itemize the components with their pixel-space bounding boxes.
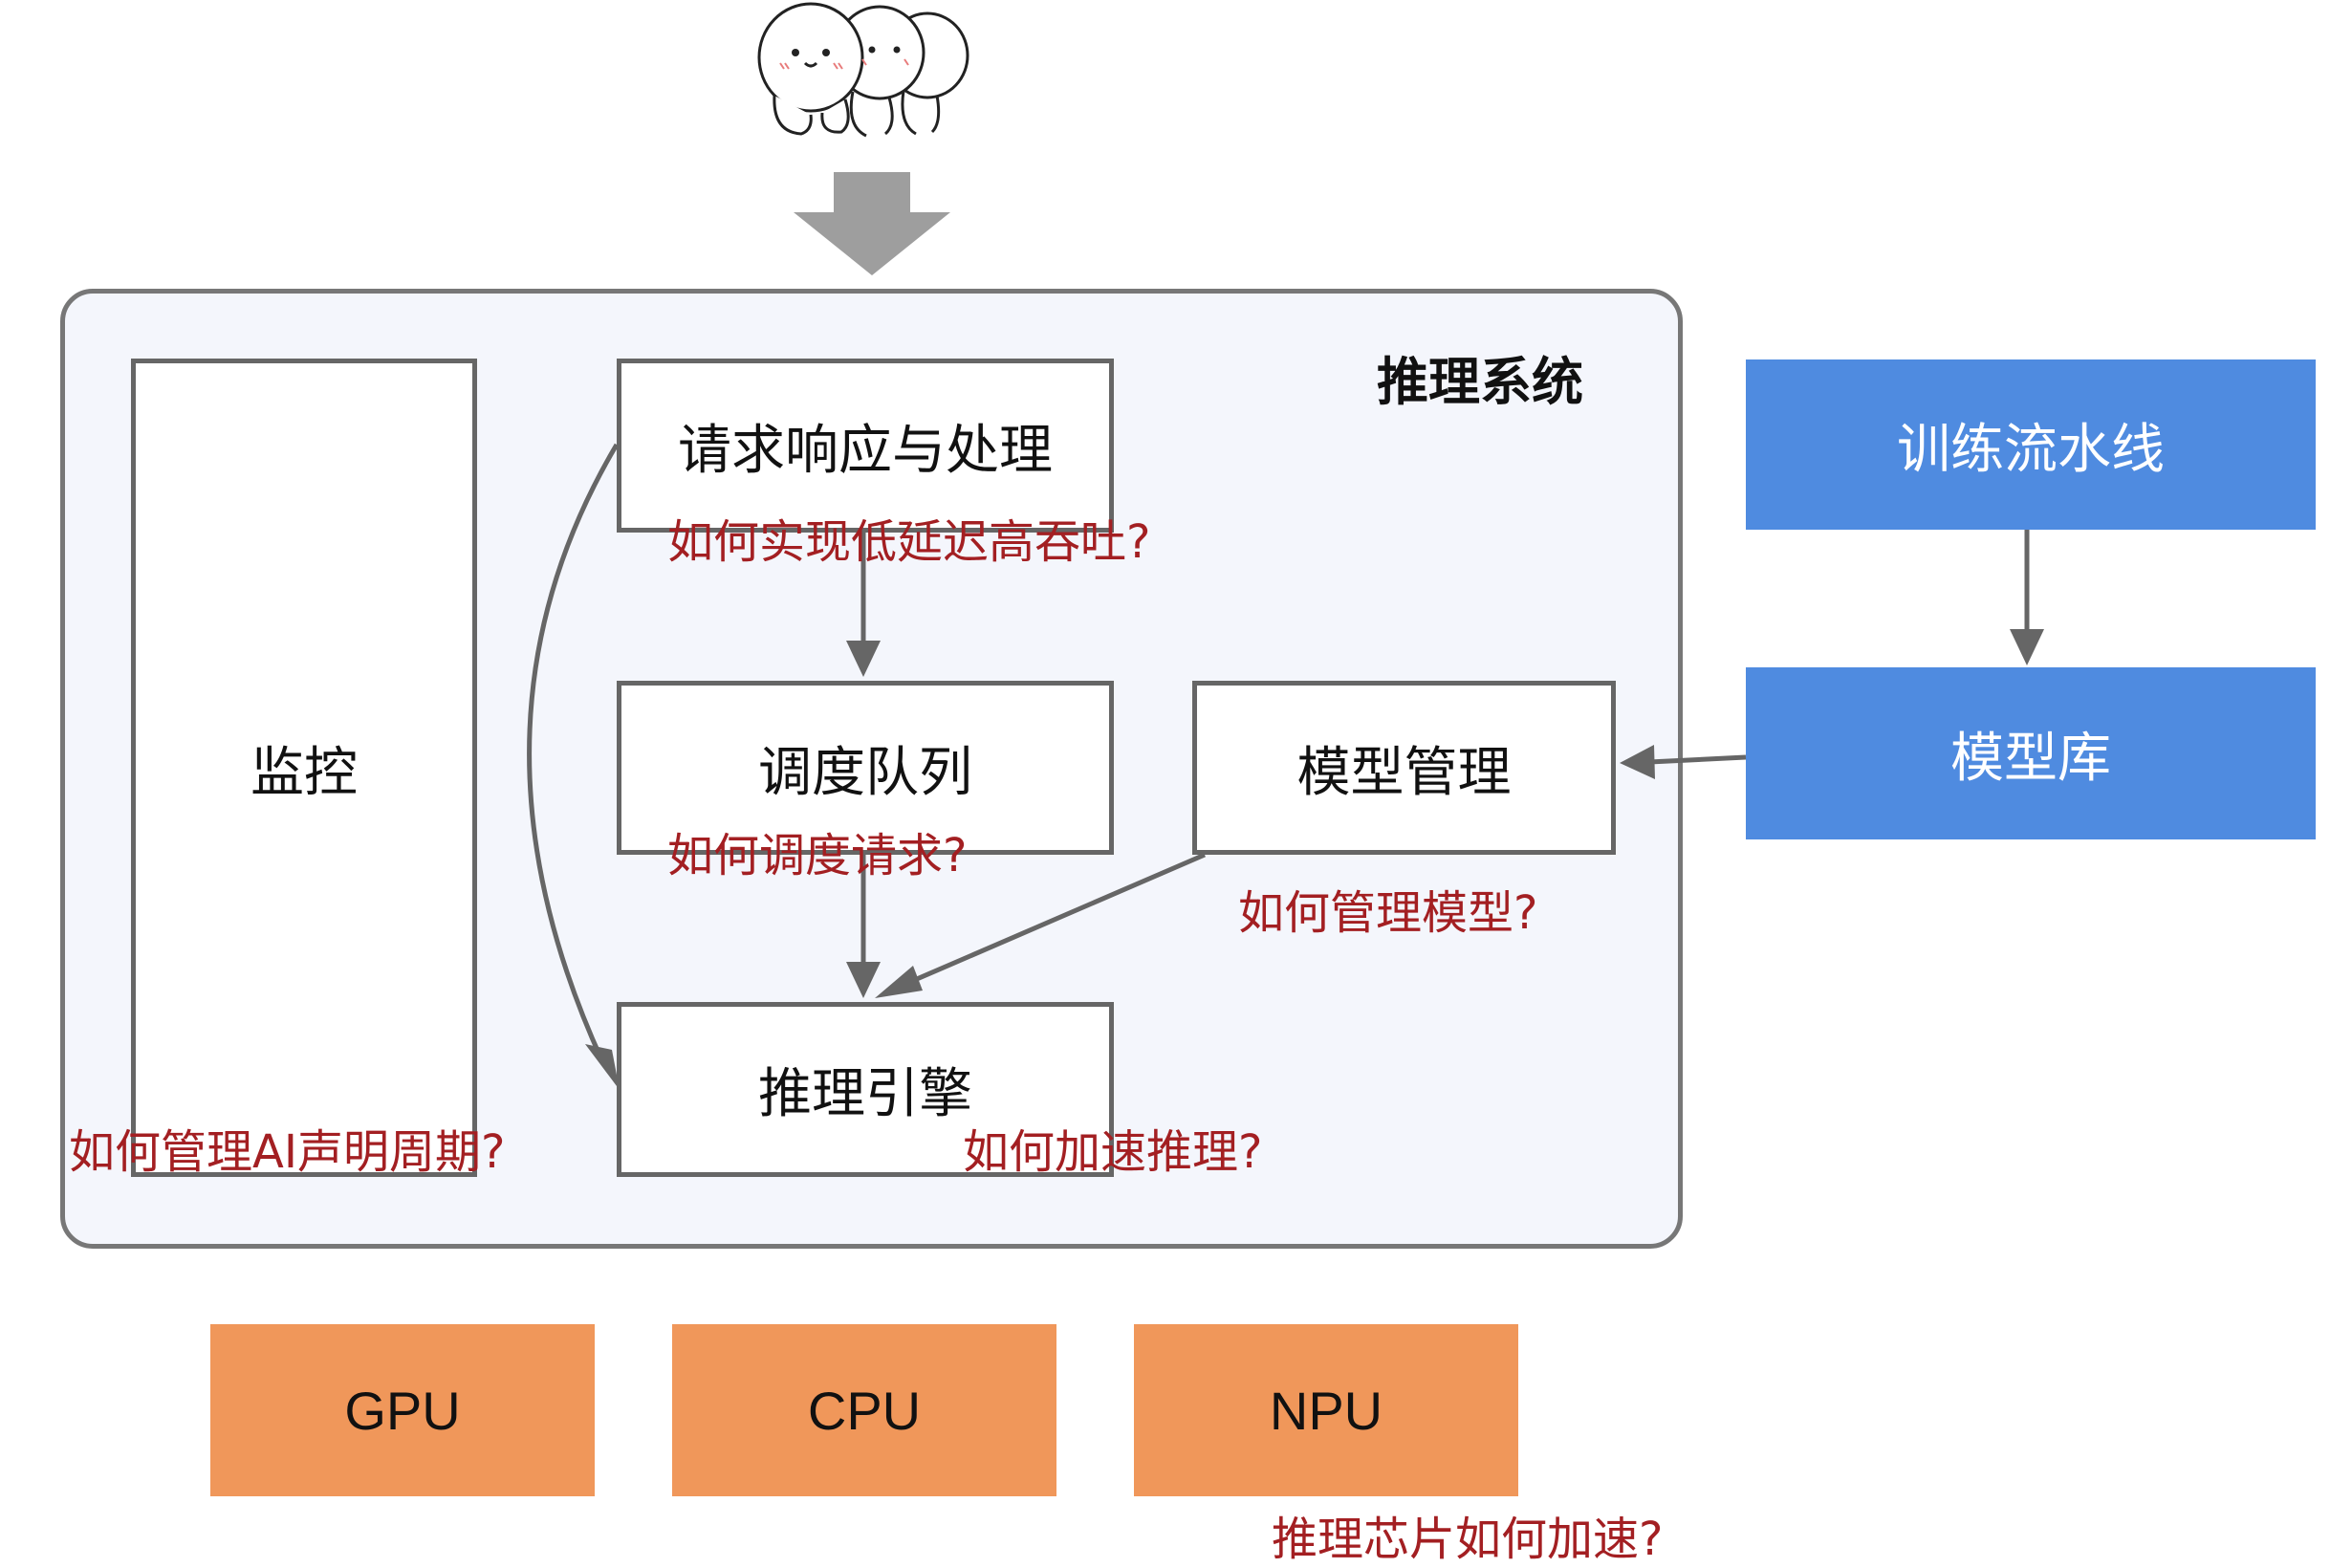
model-management-box: 模型管理 [1192, 681, 1616, 855]
inference-engine-box: 推理引擎 [617, 1002, 1114, 1177]
training-pipeline-box: 训练流水线 [1746, 359, 2316, 530]
monitor-box: 监控 [131, 359, 477, 1177]
npu-box: NPU [1134, 1324, 1518, 1496]
request-handling-box: 请求响应与处理 [617, 359, 1114, 533]
monitor-question: 如何管理AI声明周期? [69, 1125, 506, 1179]
arrow-model-to-engine [903, 852, 1206, 988]
hardware-question: 推理芯片如何加速? [1272, 1513, 1664, 1566]
model-management-question: 如何管理模型? [1238, 886, 1538, 940]
scheduling-queue-box: 调度队列 [617, 681, 1114, 855]
engine-question: 如何加速推理? [963, 1125, 1263, 1179]
users-illustration [746, 0, 994, 143]
request-question: 如何实现低延迟高吞吐? [667, 515, 1151, 569]
model-repository-box: 模型库 [1746, 667, 2316, 839]
gpu-box: GPU [210, 1324, 595, 1496]
inference-system-title: 推理系统 [1377, 352, 1583, 412]
cpu-box: CPU [672, 1324, 1056, 1496]
input-arrow-icon [794, 172, 950, 275]
scheduler-question: 如何调度请求? [667, 829, 968, 882]
arrow-request-to-engine [527, 443, 620, 1063]
arrow-repo-to-model [1648, 754, 1747, 765]
